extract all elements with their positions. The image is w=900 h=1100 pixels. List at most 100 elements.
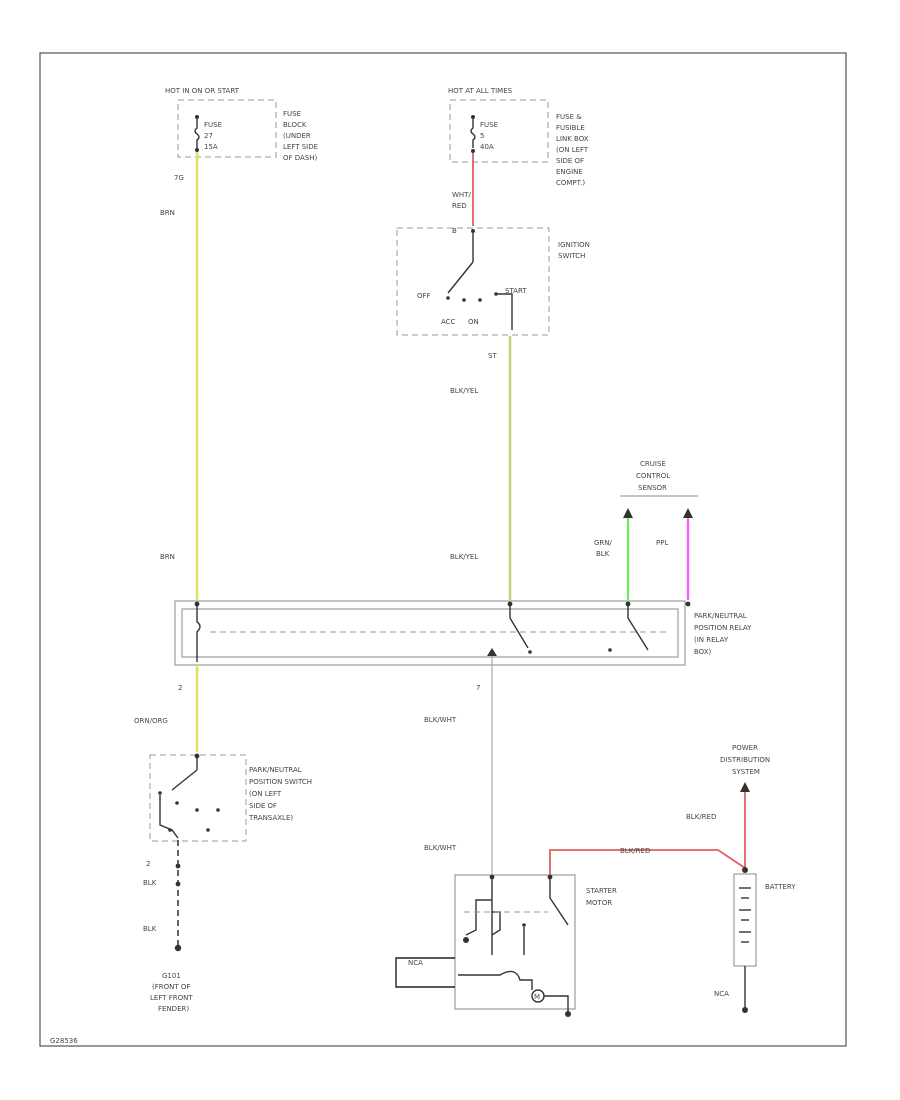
ignition-contact-off	[446, 296, 450, 300]
fusible-link-hot-label: HOT AT ALL TIMES	[448, 87, 513, 95]
pn-switch-common-lead	[159, 795, 179, 839]
power-distribution-system: POWER DISTRIBUTION SYSTEM BLK/RED	[686, 744, 770, 821]
ground-splice-2	[175, 881, 181, 887]
fusible-link-fuse-icon	[470, 119, 476, 148]
fuse-block-desc-5: OF DASH)	[283, 154, 318, 162]
pn-switch-contact-4	[216, 808, 220, 812]
cruise-desc-1: CRUISE	[640, 460, 666, 468]
fusible-link-desc-2: FUSIBLE	[556, 124, 585, 132]
relay-outline-outer	[174, 600, 686, 666]
pn-switch-contact-2	[175, 801, 179, 805]
power-desc-3: SYSTEM	[732, 768, 760, 776]
fuse-block-fuse-num: 27	[204, 132, 213, 140]
ignition-wire-out: BLK/YEL	[450, 387, 478, 395]
ground-splice-1	[175, 863, 181, 869]
ignition-switch: WHT/ RED B OFF ACC ON START IGNITION SWI…	[396, 191, 590, 395]
ignition-terminal-b	[471, 229, 475, 233]
fuse-block-desc-4: LEFT SIDE	[283, 143, 318, 151]
power-desc-2: DISTRIBUTION	[720, 756, 770, 764]
fuse-block-terminal-bottom	[195, 148, 199, 152]
cruise-desc-3: SENSOR	[638, 484, 667, 492]
starter-contact-point	[522, 923, 526, 927]
pn-switch-contact-1	[158, 791, 162, 795]
starter-contact-blade	[549, 897, 569, 926]
battery-ground-icon	[742, 1007, 748, 1013]
ground-label-2: (FRONT OF	[152, 983, 190, 991]
ignition-desc-2: SWITCH	[558, 252, 585, 260]
fusible-link-terminal-top	[471, 115, 475, 119]
cruise-desc-2: CONTROL	[636, 472, 670, 480]
fuse-block-fuse-icon	[194, 119, 200, 148]
pn-switch-wire-out-2: BLK	[143, 925, 157, 933]
cruise-control-sensor: CRUISE CONTROL SENSOR GRN/ BLK PPL	[594, 460, 698, 558]
relay-coil-blade	[627, 617, 649, 651]
relay-terminal-grn-blk	[625, 601, 631, 607]
ignition-wire-in-1: WHT/	[452, 191, 471, 199]
cruise-connector-right	[683, 508, 693, 518]
ground-label-4: FENDER)	[158, 1005, 189, 1013]
ignition-pos-on: ON	[468, 318, 479, 326]
ignition-contact-on	[478, 298, 482, 302]
relay-coil-contact	[608, 648, 612, 652]
pn-switch-desc-4: SIDE OF	[249, 802, 277, 810]
diagram-id: G28536	[50, 1037, 78, 1045]
fuse-block-desc-3: (UNDER	[283, 132, 311, 140]
pn-switch-wire-in: ORN/ORG	[134, 717, 168, 725]
starter-solenoid-coil-2	[491, 911, 501, 936]
starter-solenoid-coil-1	[465, 899, 492, 936]
ground-label-3: LEFT FRONT	[150, 994, 193, 1002]
fusible-link-fuse-label: FUSE	[480, 121, 498, 129]
fusible-link-desc-5: SIDE OF	[556, 157, 584, 165]
wire-blk-red-starter	[549, 849, 746, 875]
pn-switch-pin-out: 2	[146, 860, 150, 868]
fuse-block-amps: 15A	[204, 143, 218, 151]
ignition-pin-in: B	[452, 227, 457, 235]
wire-label-brn-top: BRN	[160, 209, 175, 217]
fuse-block-terminal-top	[195, 115, 199, 119]
power-wire: BLK/RED	[686, 813, 716, 821]
starter-nca-bracket	[395, 957, 455, 988]
ignition-switch-blade	[447, 261, 474, 294]
cruise-wire-left-1: GRN/	[594, 539, 613, 547]
fusible-link-terminal-bottom	[471, 149, 475, 153]
pn-switch-contact-6	[206, 828, 210, 832]
fusible-link-desc-1: FUSE &	[556, 113, 582, 121]
cruise-connector-left	[623, 508, 633, 518]
battery-positive-terminal	[742, 867, 748, 873]
fusible-link-desc-6: ENGINE	[556, 168, 583, 176]
ground-g101: G101 (FRONT OF LEFT FRONT FENDER)	[150, 972, 193, 1013]
fuse-block-desc-1: FUSE	[283, 110, 301, 118]
fuse-block-hot-label: HOT IN ON OR START	[165, 87, 240, 95]
starter-power-wire-label: BLK/RED	[620, 847, 650, 855]
pn-switch-contact-3	[195, 808, 199, 812]
starter-case-ground	[565, 1011, 571, 1017]
cruise-wire-right: PPL	[656, 539, 668, 547]
fuse-block-desc-2: BLOCK	[283, 121, 307, 129]
fuse-block: HOT IN ON OR START FUSE 27 15A FUSE BLOC…	[165, 87, 318, 182]
pn-switch-blade	[171, 769, 198, 791]
starter-desc-1: STARTER	[586, 887, 617, 895]
ground-g101-icon	[174, 944, 182, 952]
fuse-block-fuse-label: FUSE	[204, 121, 222, 129]
starter-motor-path	[458, 970, 533, 990]
ground-label-1: G101	[162, 972, 181, 980]
relay-pin-left: 2	[178, 684, 182, 692]
relay-wire-left: BRN	[160, 553, 175, 561]
park-neutral-relay: BRN BLK/YEL PARK/NEUTRAL POSITION RELAY …	[160, 553, 752, 692]
fuse-block-pin: 7G	[174, 174, 184, 182]
relay-wire-mid: BLK/YEL	[450, 553, 478, 561]
pn-switch-desc-3: (ON LEFT	[249, 790, 282, 798]
pn-switch-wire-out-1: BLK	[143, 879, 157, 887]
relay-desc-2: POSITION RELAY	[694, 624, 752, 632]
diagram-frame	[39, 52, 847, 1047]
relay-outline-inner	[181, 608, 679, 658]
ignition-contact-acc	[462, 298, 466, 302]
starter-wire-in-2: BLK/WHT	[424, 844, 457, 852]
relay-pin-bottom: 7	[476, 684, 480, 692]
fusible-link-amps: 40A	[480, 143, 494, 151]
park-neutral-switch: ORN/ORG PARK/NEUTRAL POSITION SWITCH (ON…	[134, 717, 312, 933]
starter-coil-ground	[463, 937, 469, 943]
fusible-link-outline	[449, 99, 549, 163]
fusible-link-fuse-num: 5	[480, 132, 484, 140]
